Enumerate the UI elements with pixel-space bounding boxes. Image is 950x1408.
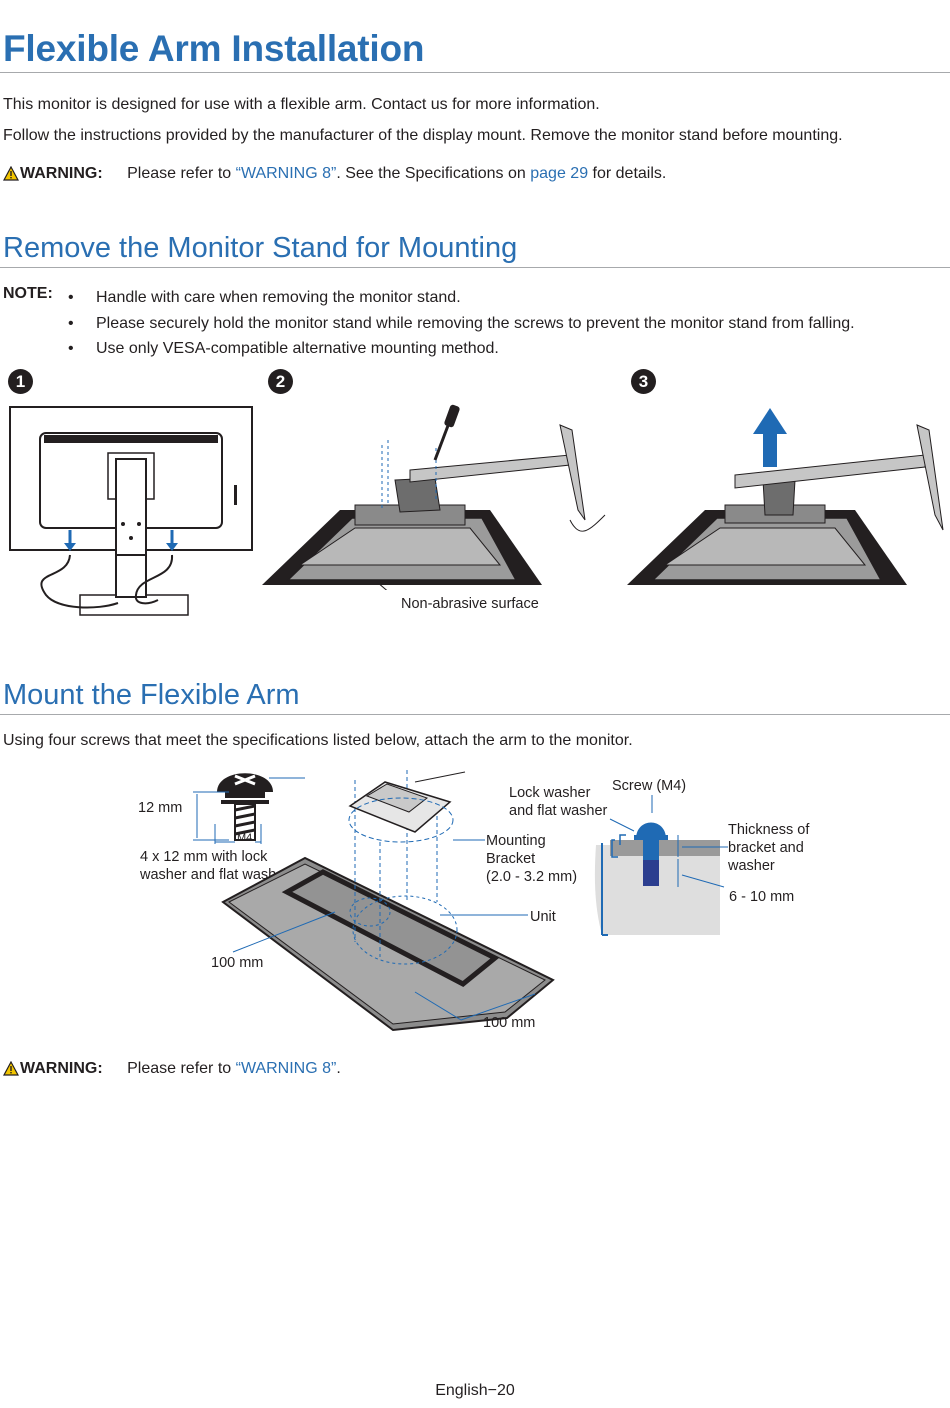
stand-lift-illustration xyxy=(627,408,944,585)
bracket-label-line-2: Bracket xyxy=(486,851,536,867)
screw-m4-label: Screw (M4) xyxy=(612,778,687,794)
section-remove-title: Remove the Monitor Stand for Mounting xyxy=(3,232,518,264)
step-1-badge: 1 xyxy=(8,369,33,394)
step-3-badge: 3 xyxy=(631,369,656,394)
bracket-label-line-1: Mounting xyxy=(486,833,546,849)
note-list: •Handle with care when removing the moni… xyxy=(68,285,855,362)
vesa-vertical-label: 100 mm xyxy=(483,1015,536,1031)
warning-8-link[interactable]: “WARNING 8” xyxy=(235,165,337,182)
vesa-mount-illustration xyxy=(221,770,555,1032)
section-remove-divider xyxy=(0,267,950,268)
page-footer: English−20 xyxy=(435,1382,515,1399)
thickness-label-line-2: bracket and xyxy=(728,840,804,856)
warning-8-link[interactable]: “WARNING 8” xyxy=(235,1060,337,1077)
monitor-rear-illustration xyxy=(9,406,253,616)
screw-thread-label: M4 xyxy=(237,832,253,844)
stand-removal-illustration xyxy=(262,404,606,590)
warning-bottom: WARNING: Please refer to “WARNING 8”. xyxy=(2,1058,341,1078)
non-abrasive-surface-label: Non-abrasive surface xyxy=(401,596,539,612)
screw-desc-line-2: washer and flat washer xyxy=(140,867,290,883)
page-29-link[interactable]: page 29 xyxy=(530,165,589,182)
mount-description: Using four screws that meet the specific… xyxy=(3,732,633,749)
depth-label: 6 - 10 mm xyxy=(729,889,795,905)
warning-text-post: for details. xyxy=(588,165,667,182)
thickness-label-line-1: Thickness of xyxy=(728,822,810,838)
screw-detail-illustration xyxy=(193,773,305,844)
warning-icon xyxy=(2,1058,20,1078)
unit-label: Unit xyxy=(530,909,556,925)
screw-desc-line-1: 4 x 12 mm with lock xyxy=(140,849,268,865)
warning-text-mid: . See the Specifications on xyxy=(336,165,531,182)
page-title: Flexible Arm Installation xyxy=(3,28,425,69)
note-item: •Use only VESA-compatible alternative mo… xyxy=(68,340,499,357)
section-mount-title: Mount the Flexible Arm xyxy=(3,679,300,711)
screw-length-label: 12 mm xyxy=(138,800,183,816)
warning-top: WARNING: Please refer to “WARNING 8”. Se… xyxy=(2,163,667,183)
warning-label: WARNING: xyxy=(20,165,103,182)
section-mount-divider xyxy=(0,714,950,715)
title-divider xyxy=(0,72,950,73)
warning-text-post: . xyxy=(336,1060,341,1077)
warning-text-pre: Please refer to xyxy=(127,1060,236,1077)
warning-icon xyxy=(2,163,20,183)
warning-label: WARNING: xyxy=(20,1060,103,1077)
bracket-label-line-3: (2.0 - 3.2 mm) xyxy=(486,869,578,885)
intro-line-2: Follow the instructions provided by the … xyxy=(3,127,843,144)
thickness-label-line-3: washer xyxy=(728,858,775,874)
lock-washer-label-line-1: Lock washer xyxy=(509,785,591,801)
note-item: •Please securely hold the monitor stand … xyxy=(68,314,855,332)
lock-washer-label-line-2: and flat washer xyxy=(509,803,608,819)
intro-line-1: This monitor is designed for use with a … xyxy=(3,96,600,113)
step-2-badge: 2 xyxy=(268,369,293,394)
vesa-horizontal-label: 100 mm xyxy=(211,955,264,971)
cross-section-illustration xyxy=(594,795,728,936)
note-item: •Handle with care when removing the moni… xyxy=(68,289,461,306)
warning-text-pre: Please refer to xyxy=(127,165,236,182)
note-label: NOTE: xyxy=(3,285,53,302)
